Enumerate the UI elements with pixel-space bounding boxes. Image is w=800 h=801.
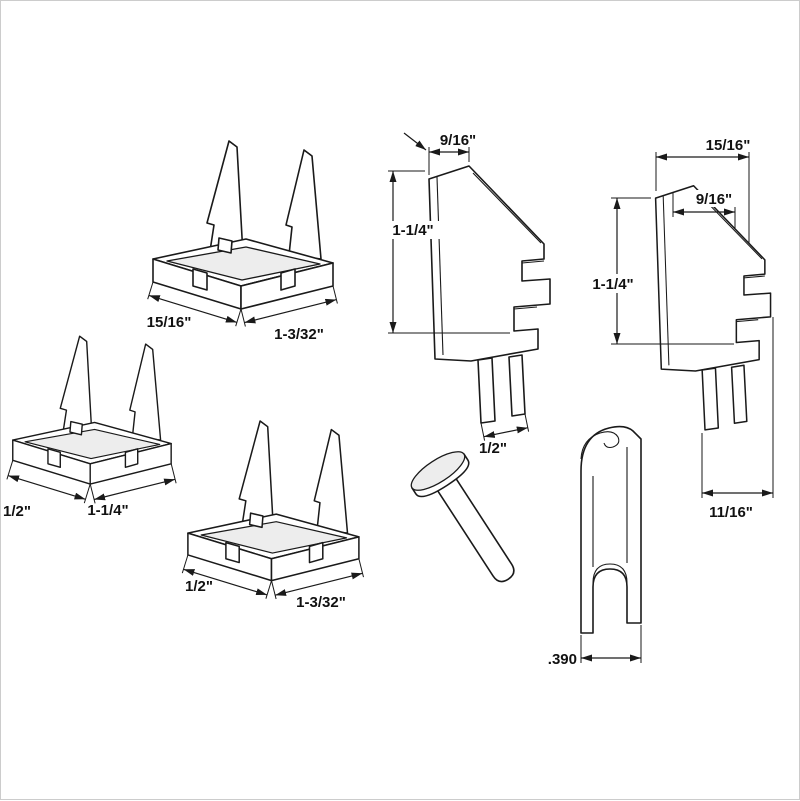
dim-label-bracket1-depth: 1-3/32"	[274, 326, 324, 343]
dim-label-latch2-height: 1-1/4"	[592, 276, 633, 293]
dim-label-latch1-height: 1-1/4"	[392, 222, 433, 239]
dim-label-bracket3-depth: 1-3/32"	[296, 594, 346, 611]
bracket1-dimensions: 15/16" 1-3/32"	[147, 281, 338, 343]
corner-bracket-top	[152, 140, 334, 310]
dim-label-bracket1-width: 15/16"	[147, 314, 192, 331]
latch-plate-right	[654, 184, 772, 431]
dim-label-latch1-bottom: 1/2"	[479, 440, 507, 457]
dim-label-bracket2-depth: 1-1/4"	[87, 502, 128, 519]
dim-label-latch2-top-outer: 15/16"	[706, 137, 751, 154]
dim-label-bracket3-width: 1/2"	[185, 578, 213, 595]
latch-plate-center	[428, 165, 551, 424]
dim-label-bracket2-width: 1/2"	[3, 503, 31, 520]
dim-label-latch2-top-inner: 9/16"	[696, 191, 732, 208]
dim-label-latch2-bottom: 11/16"	[709, 504, 753, 521]
bracket2-dimensions: 1/2" 1-1/4"	[3, 460, 177, 520]
pin	[410, 451, 515, 583]
dim-label-latch1-top-width: 9/16"	[440, 132, 476, 149]
dim-label-clip-width: .390	[548, 651, 577, 668]
clip-dimensions: .390	[548, 625, 642, 668]
latch1-dimensions: 9/16" 1-1/4" 1/2"	[386, 132, 530, 457]
clip-glide	[580, 425, 642, 634]
corner-bracket-left	[12, 335, 172, 485]
corner-bracket-bottom	[187, 420, 360, 582]
latch2-dimensions: 15/16" 9/16" 1-1/4" 11/16"	[585, 137, 774, 521]
bracket3-dimensions: 1/2" 1-3/32"	[181, 554, 364, 611]
